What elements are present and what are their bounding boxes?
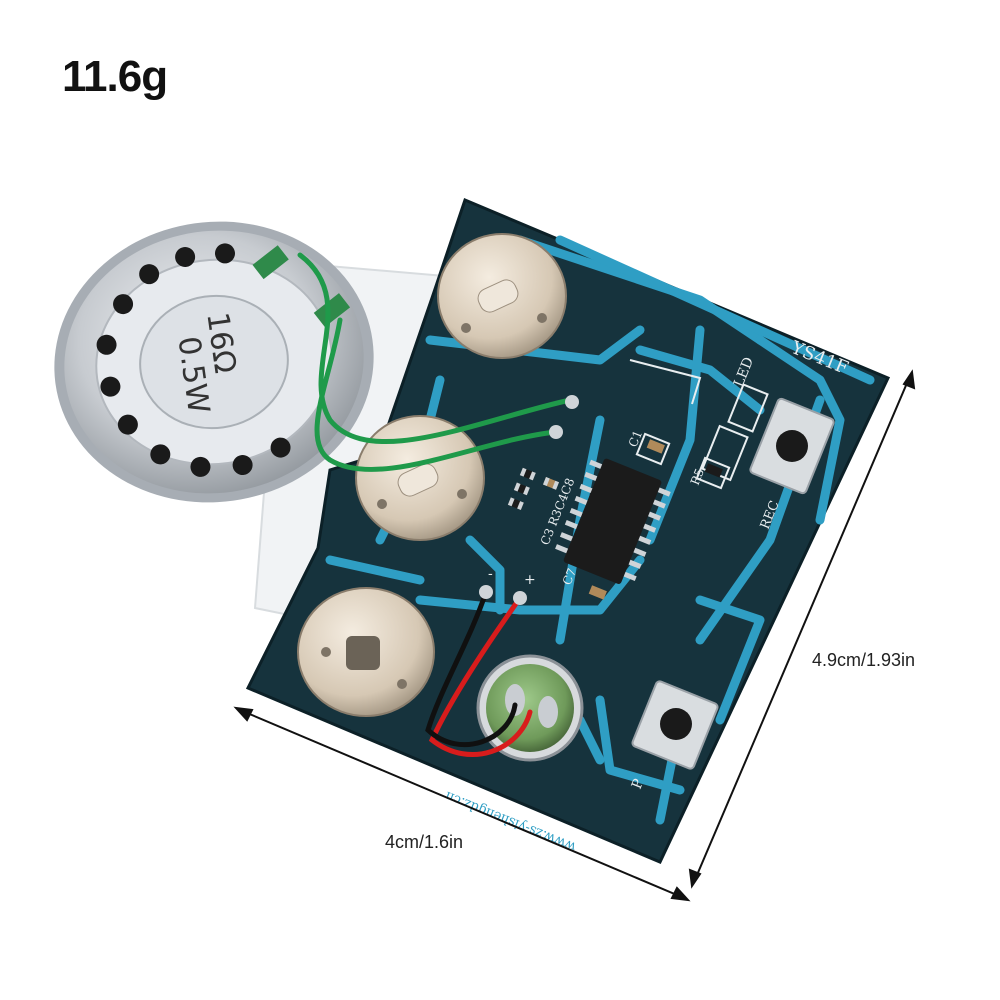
ic-chip: [555, 458, 671, 584]
width-dimension-label: 4cm/1.6in: [385, 832, 464, 852]
speaker-holes: [96, 243, 291, 477]
pcb-board: YS41F LED REC P C1 R5 C3 R3C4C8 C7 - + w…: [245, 197, 891, 864]
speaker-impedance: 16Ω: [199, 310, 242, 375]
smd-components: [507, 439, 723, 600]
minus-label: -: [488, 566, 493, 582]
speaker: 16Ω 0.5W: [54, 221, 374, 503]
height-dimension-arrow: [688, 369, 916, 889]
c7-label: C7: [560, 566, 579, 587]
coin-cell-1: [437, 233, 567, 359]
weight-label: 11.6g: [62, 52, 168, 101]
r5-label: R5: [688, 466, 707, 487]
coin-cell-2: [355, 415, 485, 541]
width-dimension-arrow: [233, 706, 691, 902]
rec-button[interactable]: [749, 397, 835, 495]
plus-label: +: [524, 572, 536, 588]
wires: [297, 252, 579, 758]
c1-label: C1: [626, 428, 645, 449]
microphone: [476, 654, 584, 762]
coin-cell-3: [297, 587, 435, 717]
play-button[interactable]: [631, 680, 719, 770]
height-dimension-label: 4.9cm/1.93in: [812, 650, 916, 670]
